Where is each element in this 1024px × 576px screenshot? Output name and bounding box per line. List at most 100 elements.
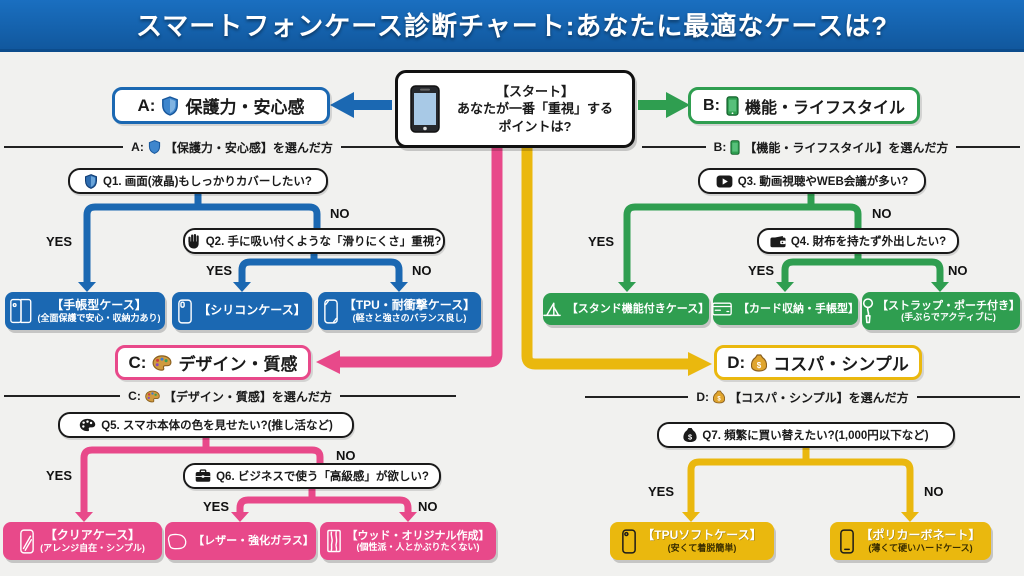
money-bag-icon: $ (751, 353, 768, 372)
shield-icon (162, 95, 179, 116)
q3-no-label: NO (872, 206, 892, 221)
start-line2: あなたが一番「重視」する (456, 101, 613, 117)
divider-b-prefix: B: (713, 140, 727, 154)
divider-d-prefix: D: (696, 390, 710, 404)
question-q5: Q5. スマホ本体の色を見せたい?(推し活など) (58, 412, 354, 438)
title-bar: スマートフォンケース診断チャート:あなたに最適なケースは? (0, 0, 1024, 52)
section-b-title: 機能・ライフスタイル (744, 99, 905, 117)
result-polycarbonate: 【ポリカーボネート】 (薄くて硬いハードケース) (830, 522, 991, 560)
page-title: スマートフォンケース診断チャート:あなたに最適なケースは? (136, 11, 888, 41)
shield-icon (148, 140, 160, 154)
question-q7-text: Q7. 頻繁に買い替えたい?(1,000円以下など) (702, 430, 929, 442)
palette-icon (153, 354, 172, 371)
svg-text:$: $ (757, 360, 762, 369)
smartphone-icon (726, 95, 739, 116)
clear-case-icon (20, 528, 34, 554)
card-icon (712, 302, 732, 316)
section-d-header: D: $ コスパ・シンプル (714, 345, 922, 380)
result-silicone-case: 【シリコンケース】 (172, 292, 312, 330)
question-q5-text: Q5. スマホ本体の色を見せたい?(推し活など) (101, 420, 333, 432)
flip-case-icon (9, 298, 31, 324)
result-title: 【ストラップ・ポーチ付き】 (877, 299, 1020, 312)
start-line3: ポイントは? (498, 118, 572, 134)
divider-c: C: 【デザイン・質感】を選んだ方 (4, 389, 456, 404)
q6-no-label: NO (418, 499, 438, 514)
q2-yes-label: YES (206, 263, 233, 278)
q5-yes-label: YES (46, 468, 73, 483)
q4-yes-label: YES (748, 263, 775, 278)
result-title: 【シリコンケース】 (198, 303, 306, 318)
q7-yes-label: YES (648, 484, 675, 499)
result-title: 【TPUソフトケース】 (642, 527, 762, 542)
q3-yes-label: YES (588, 234, 615, 249)
q7-no-label: NO (924, 484, 944, 499)
hand-icon (188, 234, 199, 249)
branch-d-lines (687, 446, 914, 514)
section-d-title: コスパ・シンプル (773, 355, 909, 374)
shield-icon (85, 173, 98, 189)
result-title: 【スタンド機能付きケース】 (566, 302, 710, 315)
result-wood-original: 【ウッド・オリジナル作成】 (個性派・人とかぶりたくない) (320, 522, 496, 560)
divider-a-label: 【保護力・安心感】を選んだ方 (164, 140, 333, 155)
result-title: 【ポリカーボネート】 (860, 527, 981, 542)
q6-yes-label: YES (203, 499, 230, 514)
result-title: 【カード収納・手帳型】 (738, 302, 859, 315)
divider-c-prefix: C: (128, 389, 141, 403)
divider-d: D: $ 【コスパ・シンプル】を選んだ方 (545, 390, 1021, 405)
start-arrow-d (521, 146, 712, 376)
result-title: 【TPU・耐衝撃ケース】 (343, 297, 476, 312)
result-sub: (アレンジ自在・シンプル) (40, 542, 145, 553)
play-icon (716, 174, 733, 188)
branch-a-arrowheads (78, 282, 408, 292)
palette-icon (145, 390, 160, 402)
section-c-title: デザイン・質感 (178, 355, 298, 374)
q4-no-label: NO (948, 263, 968, 278)
wood-icon (326, 529, 341, 553)
smartphone-icon (730, 139, 740, 155)
smartphone-icon (410, 85, 440, 133)
silicone-case-icon (178, 298, 193, 324)
divider-d-label: 【コスパ・シンプル】を選んだ方 (729, 390, 909, 405)
branch-c-arrowheads (75, 512, 417, 522)
question-q4-text: Q4. 財布を持たず外出したい? (790, 236, 947, 248)
q5-no-label: NO (336, 448, 356, 463)
question-q1-text: Q1. 画面(液晶)もしっかりカバーしたい? (103, 176, 312, 188)
start-node: 【スタート】 あなたが一番「重視」する ポイントは? (395, 70, 635, 148)
result-title: 【手帳型ケース】 (51, 297, 147, 312)
money-bag-icon: $ (713, 390, 726, 404)
tpu-case-icon (323, 298, 338, 324)
section-a-prefix: A: (137, 95, 156, 115)
question-q6: Q6. ビジネスで使う「高級感」が欲しい? (183, 463, 441, 489)
palette-icon (79, 418, 96, 432)
section-b-header: B: 機能・ライフスタイル (688, 87, 920, 124)
q1-yes-label: YES (46, 234, 73, 249)
divider-c-label: 【デザイン・質感】を選んだ方 (163, 389, 332, 404)
leather-icon (167, 533, 187, 549)
question-q3-text: Q3. 動画視聴やWEB会議が多い? (737, 176, 909, 188)
svg-text:$: $ (717, 397, 721, 403)
result-stand-case: 【スタンド機能付きケース】 (542, 293, 710, 325)
wallet-icon (770, 235, 786, 247)
question-q3: Q3. 動画視聴やWEB会議が多い? (698, 168, 926, 194)
result-sub: (全面保護で安心・収納力あり) (37, 312, 161, 323)
section-a-title: 保護力・安心感 (185, 98, 305, 117)
question-q7: $ Q7. 頻繁に買い替えたい?(1,000円以下など) (657, 422, 955, 448)
result-strap-pouch: 【ストラップ・ポーチ付き】 (手ぶらでアクティブに) (862, 292, 1020, 330)
result-title: 【クリアケース】 (44, 527, 141, 542)
result-sub: (薄くて硬いハードケース) (868, 542, 973, 553)
branch-d-arrowheads (682, 512, 919, 522)
result-leather-glass: 【レザー・強化ガラス】 (165, 522, 316, 560)
branch-b-arrowheads (618, 282, 949, 292)
question-q1: Q1. 画面(液晶)もしっかりカバーしたい? (68, 168, 328, 194)
question-q4: Q4. 財布を持たず外出したい? (757, 228, 959, 254)
section-c-prefix: C: (128, 352, 147, 372)
result-card-case: 【カード収納・手帳型】 (712, 293, 859, 325)
question-q2-text: Q2. 手に吸い付くような「滑りにくさ」重視? (205, 236, 442, 248)
result-sub: (軽さと強さのバランス良し) (352, 312, 467, 323)
start-line1: 【スタート】 (495, 83, 574, 99)
divider-a: A: 【保護力・安心感】を選んだ方 (4, 140, 460, 155)
result-sub: (安くて着脱簡単) (667, 542, 737, 553)
soft-case-icon (622, 528, 637, 554)
result-sub: (手ぶらでアクティブに) (901, 312, 996, 323)
